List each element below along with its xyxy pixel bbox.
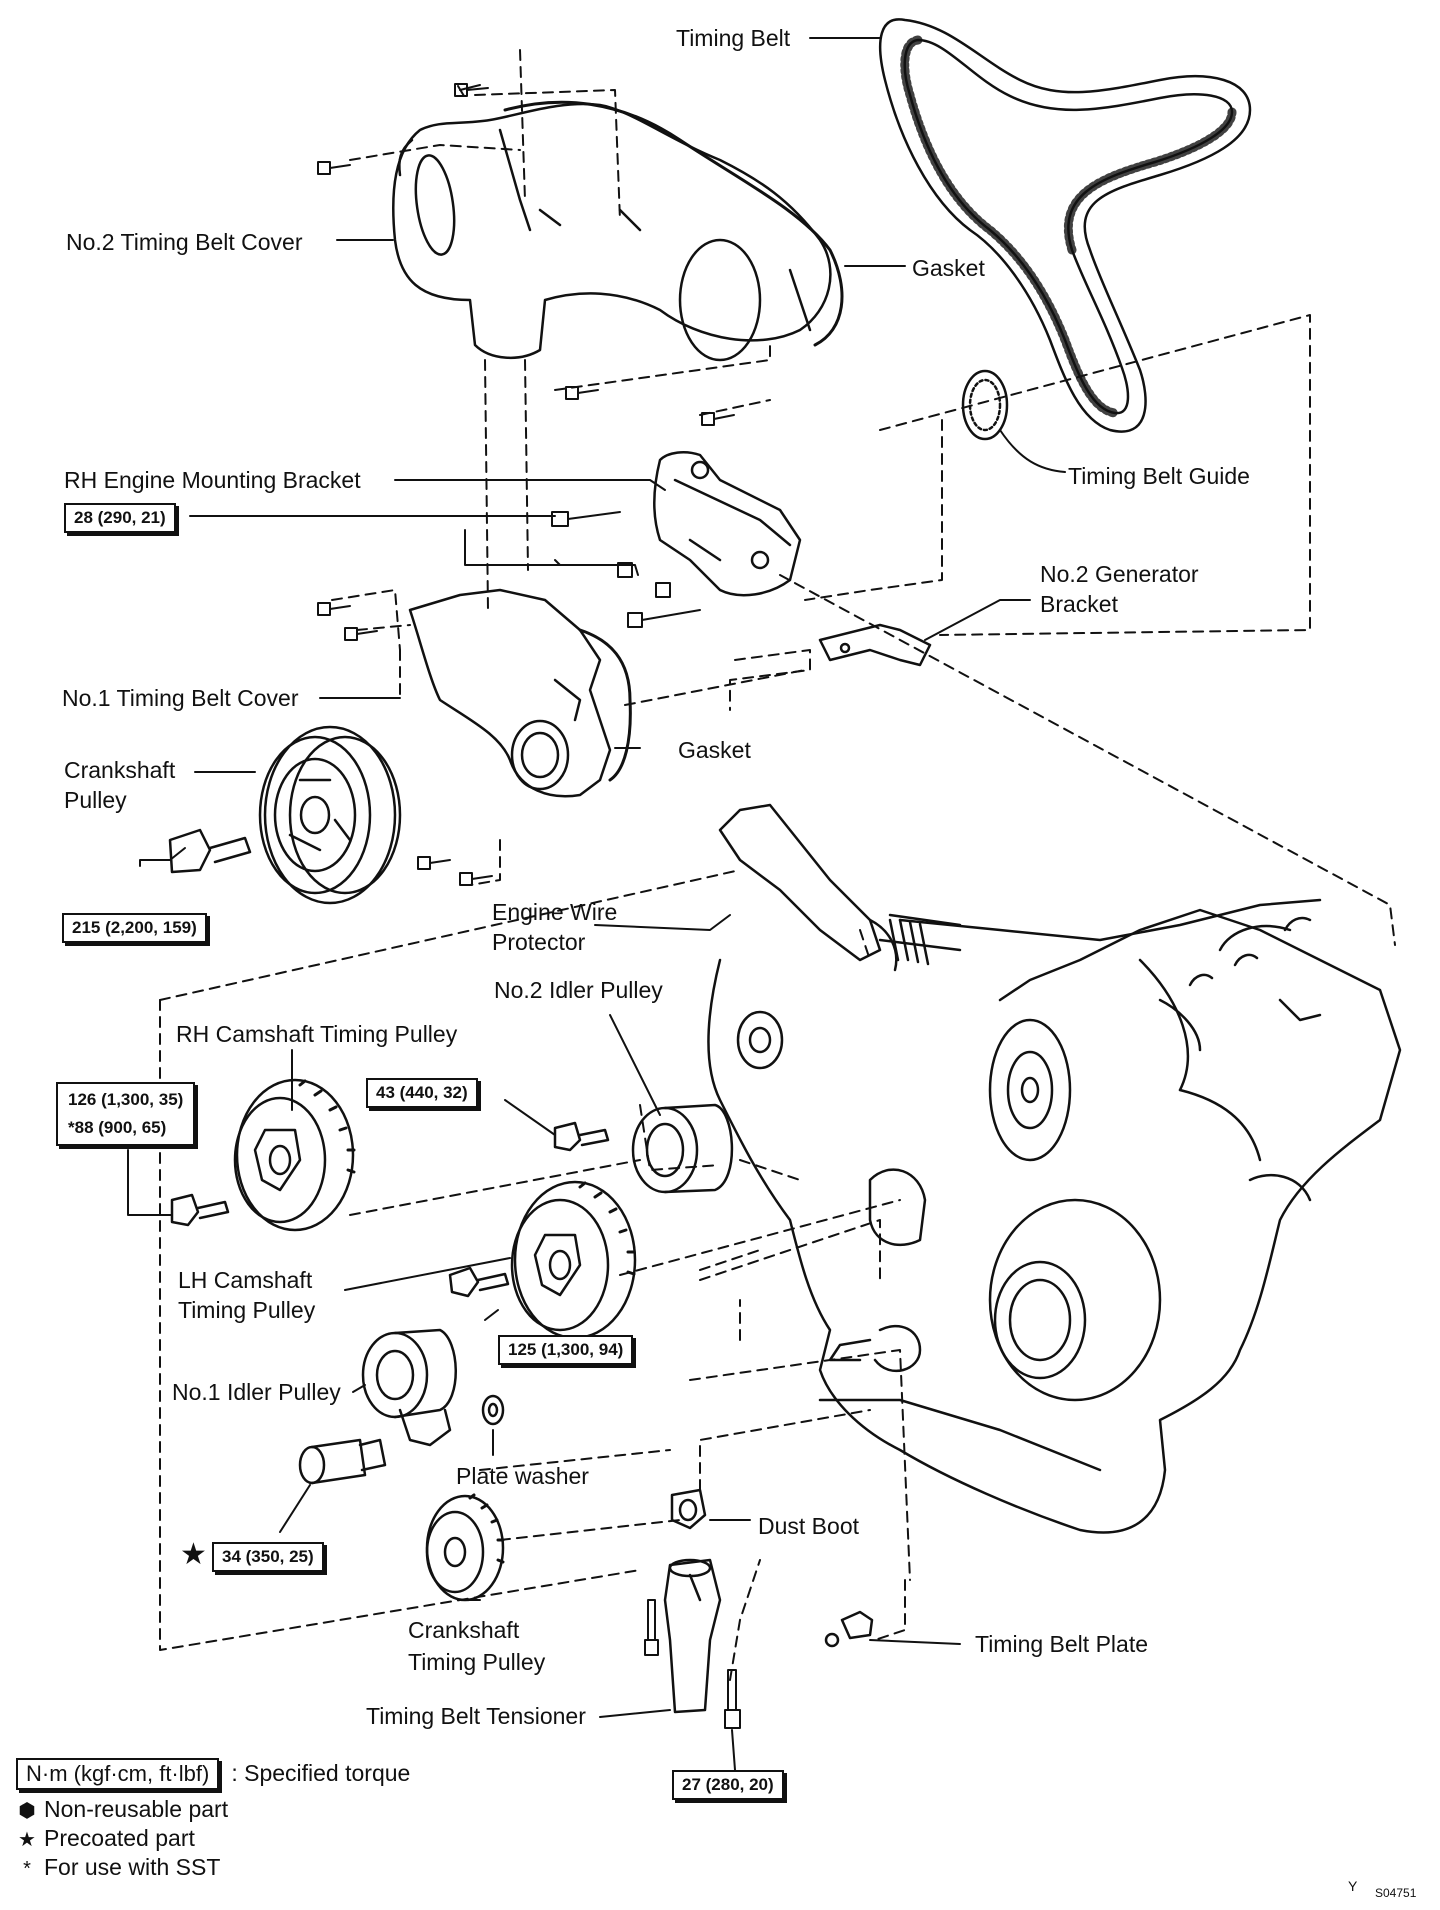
label-crankshaft-timing-pulley-1: Crankshaft	[408, 1617, 520, 1643]
no2-idler-bolt	[553, 1121, 610, 1152]
label-crankshaft-timing-pulley-2: Timing Pulley	[408, 1649, 546, 1675]
dust-boot	[670, 1488, 707, 1530]
legend-precoated: ★ Precoated part	[16, 1824, 195, 1854]
engine-block	[707, 898, 1402, 1534]
leader-lines	[127, 37, 1066, 1771]
label-no2-generator-bracket-1: No.2 Generator	[1040, 561, 1199, 587]
precoated-star-icon: ★	[180, 1538, 207, 1571]
no1-idler-pulley	[361, 1328, 457, 1447]
label-no2-generator-bracket-2: Bracket	[1040, 591, 1118, 617]
no1-idler-bolt	[298, 1438, 387, 1485]
torque-box-lh-cam: 125 (1,300, 94)	[498, 1335, 634, 1365]
legend-torque-box: N·m (kgf·cm, ft·lbf)	[16, 1758, 220, 1790]
torque-box-tensioner: 27 (280, 20)	[672, 1770, 784, 1800]
no1-timing-belt-cover	[408, 588, 612, 798]
torque-box-no1-idler: 34 (350, 25)	[212, 1542, 324, 1572]
timing-belt-tensioner	[663, 1558, 722, 1714]
rh-cam-bolt	[170, 1193, 230, 1227]
label-dust-boot: Dust Boot	[758, 1513, 859, 1539]
torque-rh-cam-sst: *88 (900, 65)	[68, 1118, 167, 1137]
legend-precoated-text: Precoated part	[44, 1825, 195, 1851]
legend-torque: N·m (kgf·cm, ft·lbf) : Specified torque	[16, 1758, 410, 1790]
plate-washer	[481, 1394, 505, 1426]
label-engine-wire-protector-2: Protector	[492, 929, 586, 955]
label-no2-timing-belt-cover: No.2 Timing Belt Cover	[66, 229, 303, 255]
bracket-bolts	[551, 511, 701, 628]
hexagon-bullet-icon: ⬢	[18, 1800, 36, 1822]
tensioner-bolts	[644, 1599, 741, 1729]
label-rh-camshaft-timing-pulley: RH Camshaft Timing Pulley	[176, 1021, 458, 1047]
label-lh-camshaft-1: LH Camshaft	[178, 1267, 313, 1293]
torque-box-crank-bolt: 215 (2,200, 159)	[62, 913, 207, 943]
label-gasket-top: Gasket	[912, 255, 985, 281]
asterisk-icon: *	[23, 1858, 31, 1880]
label-lh-camshaft-2: Timing Pulley	[178, 1297, 316, 1323]
label-no1-idler-pulley: No.1 Idler Pulley	[172, 1379, 341, 1405]
star-icon: ★	[18, 1829, 36, 1851]
engine-wire-protector	[718, 803, 962, 972]
no2-idler-pulley	[631, 1103, 734, 1194]
label-timing-belt-guide: Timing Belt Guide	[1068, 463, 1250, 489]
figure-code-y: Y	[1348, 1878, 1358, 1894]
label-no1-timing-belt-cover: No.1 Timing Belt Cover	[62, 685, 299, 711]
label-engine-wire-protector-1: Engine Wire	[492, 899, 618, 925]
label-crankshaft-pulley-2: Pulley	[64, 787, 127, 813]
rh-camshaft-timing-pulley	[233, 1078, 356, 1232]
label-rh-engine-mounting-bracket: RH Engine Mounting Bracket	[64, 467, 361, 493]
crankshaft-timing-pulley	[425, 1493, 505, 1602]
label-no2-idler-pulley: No.2 Idler Pulley	[494, 977, 663, 1003]
torque-box-bracket: 28 (290, 21)	[64, 503, 176, 533]
label-timing-belt-tensioner: Timing Belt Tensioner	[366, 1703, 586, 1729]
assembly-dashed-lines	[159, 49, 1396, 1681]
label-crankshaft-pulley-1: Crankshaft	[64, 757, 176, 783]
torque-box-no2-idler: 43 (440, 32)	[366, 1078, 478, 1108]
torque-rh-cam-standard: 126 (1,300, 35)	[68, 1090, 184, 1109]
no2-generator-bracket	[818, 623, 932, 667]
legend-sst-text: For use with SST	[44, 1854, 221, 1880]
no2-timing-belt-cover	[392, 102, 832, 362]
torque-box-rh-cam: 126 (1,300, 35) *88 (900, 65)	[56, 1082, 196, 1146]
crank-pulley-bolt	[168, 828, 252, 874]
rh-engine-mounting-bracket	[652, 451, 802, 597]
gasket-mid	[578, 628, 632, 782]
label-timing-belt-plate: Timing Belt Plate	[975, 1631, 1148, 1657]
legend-non-reusable: ⬢ Non-reusable part	[16, 1795, 228, 1825]
lh-cam-bolt	[448, 1266, 510, 1298]
label-plate-washer: Plate washer	[456, 1463, 589, 1489]
legend-torque-text: : Specified torque	[231, 1760, 411, 1786]
timing-belt-plate	[824, 1610, 874, 1648]
figure-code-number: S04751	[1375, 1886, 1417, 1900]
crankshaft-pulley	[258, 725, 402, 905]
lh-camshaft-timing-pulley	[510, 1180, 637, 1340]
legend-non-reusable-text: Non-reusable part	[44, 1796, 229, 1822]
label-gasket-mid: Gasket	[678, 737, 751, 763]
legend-sst: * For use with SST	[16, 1853, 220, 1883]
label-timing-belt: Timing Belt	[676, 25, 791, 51]
timing-belt-guide	[961, 369, 1009, 441]
gasket-top	[503, 100, 844, 347]
timing-belt	[878, 18, 1252, 433]
no1-cover-bolts	[317, 602, 493, 886]
